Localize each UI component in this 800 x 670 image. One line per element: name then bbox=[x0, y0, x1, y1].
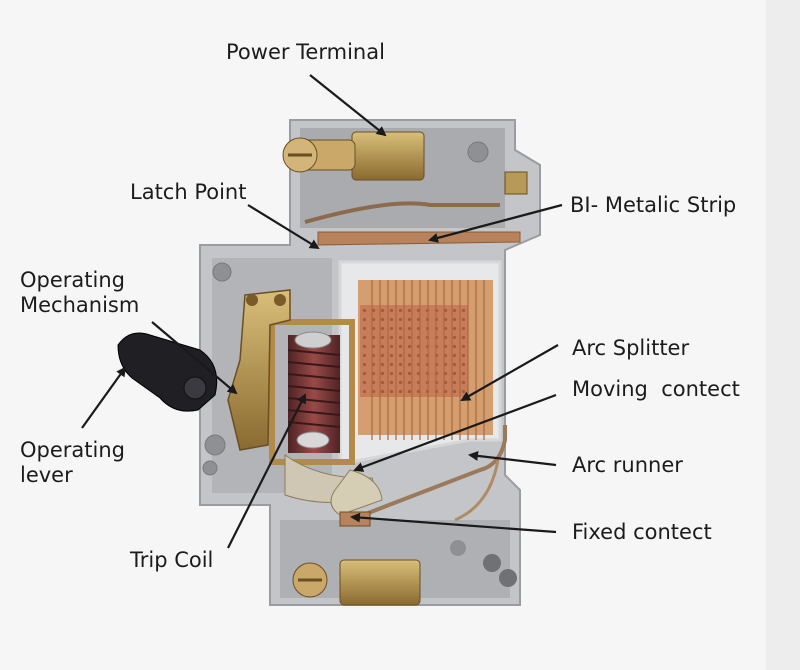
arc-splitter-arrow bbox=[460, 344, 559, 401]
label-operating-mechanism: Operating Mechanism bbox=[20, 268, 140, 317]
trip-coil bbox=[269, 319, 355, 465]
label-arc-runner: Arc runner bbox=[572, 453, 683, 477]
operating-mechanism-arrow bbox=[151, 321, 238, 395]
label-power-terminal: Power Terminal bbox=[226, 40, 385, 64]
label-arc-splitter: Arc Splitter bbox=[572, 336, 690, 360]
background-strip bbox=[766, 0, 800, 670]
bimetallic-strip-arrow bbox=[428, 203, 563, 243]
label-operating-lever: Operating lever bbox=[20, 438, 125, 487]
label-trip-coil: Trip Coil bbox=[130, 548, 214, 572]
pointer-arrows bbox=[81, 74, 563, 549]
moving-contact-arrow bbox=[353, 393, 557, 472]
power-terminal bbox=[282, 131, 528, 195]
power-terminal-arrow bbox=[309, 74, 387, 137]
label-moving-contact: Moving contect bbox=[572, 377, 740, 401]
label-latch-point: Latch Point bbox=[130, 180, 247, 204]
arc-runner-arrow bbox=[468, 450, 557, 467]
label-bimetallic-strip: BI- Metalic Strip bbox=[570, 193, 737, 217]
label-fixed-contact: Fixed contect bbox=[572, 520, 712, 544]
latch-point-arrow bbox=[247, 204, 320, 250]
arc-splitter-plates bbox=[358, 280, 493, 440]
operating-lever bbox=[117, 332, 218, 412]
operating-lever-arrow bbox=[81, 366, 127, 429]
fixed-contact-arrow bbox=[350, 512, 557, 534]
bottom-terminal bbox=[292, 559, 421, 606]
trip-coil-arrow bbox=[227, 393, 306, 549]
